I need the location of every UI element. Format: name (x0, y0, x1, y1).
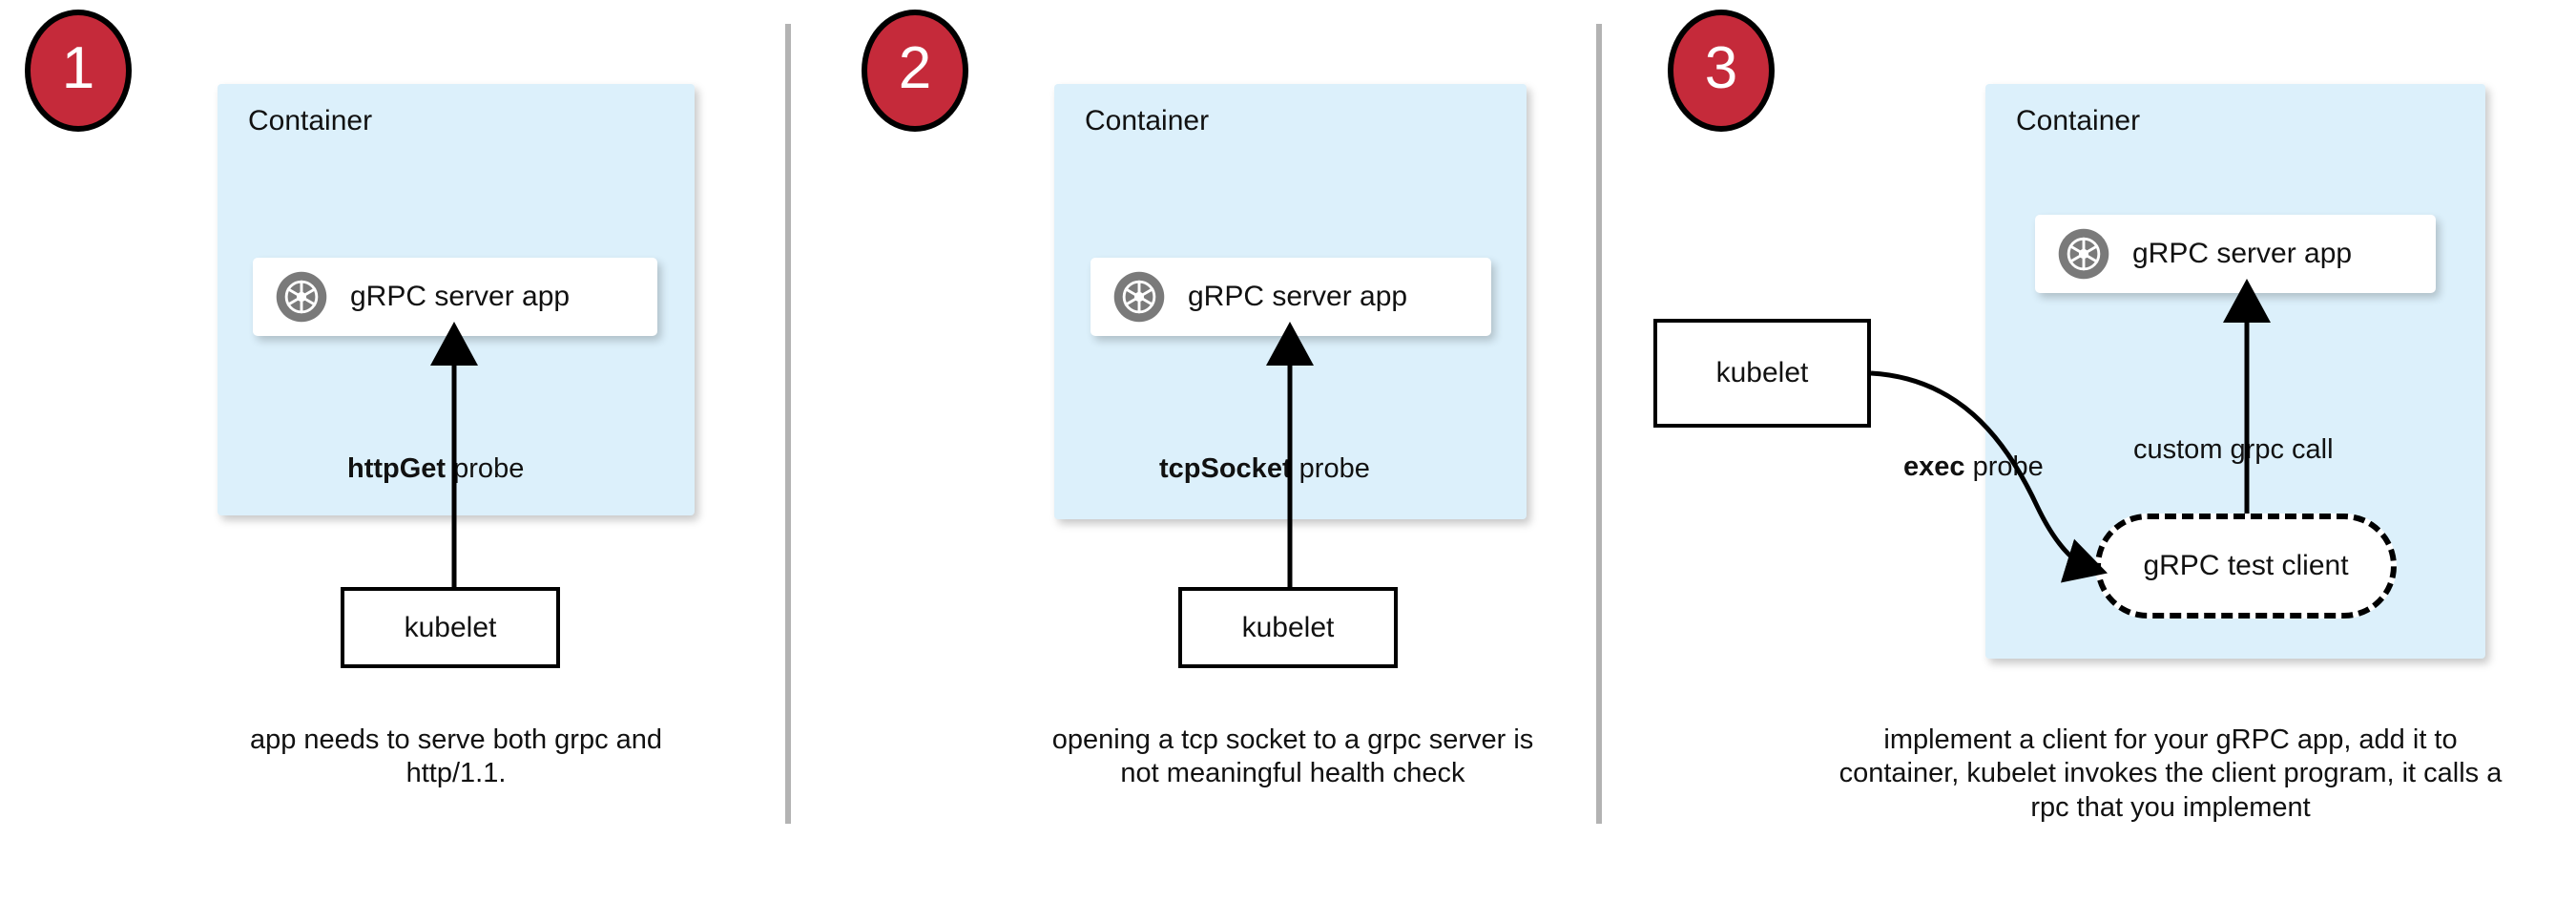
grpc-aperture-icon (1113, 271, 1165, 323)
probe-edge-label-1-bold: httpGet (347, 453, 447, 484)
panel-divider-1 (785, 24, 791, 824)
panel-caption-3: implement a client for your gRPC app, ad… (1839, 724, 2503, 823)
grpc-test-client-label: gRPC test client (2143, 550, 2349, 581)
step-badge-3: 3 (1668, 10, 1775, 132)
step-badge-2-number: 2 (898, 35, 932, 101)
grpc-aperture-icon (276, 271, 327, 323)
grpc-server-app-label-1: gRPC server app (350, 281, 571, 312)
container-label-2: Container (1085, 105, 1210, 136)
container-label-1: Container (248, 105, 373, 136)
step-badge-2: 2 (862, 10, 968, 132)
probe-edge-label-2-rest: probe (1291, 453, 1370, 484)
probe-edge-label-1: httpGet probe (347, 453, 524, 485)
kubelet-box-2[interactable]: kubelet (1178, 587, 1398, 668)
exec-probe-edge-label: exec probe (1903, 451, 2044, 483)
step-badge-1-number: 1 (61, 35, 95, 101)
grpc-test-client-box[interactable]: gRPC test client (2095, 514, 2397, 619)
kubelet-box-1[interactable]: kubelet (341, 587, 560, 668)
grpc-server-app-card-2[interactable]: gRPC server app (1091, 258, 1491, 336)
panel-divider-2 (1596, 24, 1602, 824)
probe-edge-label-1-rest: probe (446, 453, 525, 484)
exec-probe-edge-label-bold: exec (1903, 451, 1965, 482)
probe-edge-label-2: tcpSocket probe (1159, 453, 1370, 485)
custom-grpc-call-edge-label: custom grpc call (2133, 434, 2334, 465)
grpc-server-app-card-1[interactable]: gRPC server app (253, 258, 657, 336)
kubelet-label-3: kubelet (1715, 357, 1809, 388)
grpc-server-app-label-2: gRPC server app (1188, 281, 1408, 312)
container-label-3: Container (2016, 105, 2141, 136)
exec-probe-edge-label-rest: probe (1964, 451, 2044, 482)
kubelet-label-2: kubelet (1241, 611, 1335, 643)
grpc-server-app-card-3[interactable]: gRPC server app (2035, 215, 2436, 293)
panel-caption-1: app needs to serve both grpc and http/1.… (249, 724, 663, 789)
panel-caption-2: opening a tcp socket to a grpc server is… (1051, 724, 1534, 789)
kubelet-label-1: kubelet (404, 611, 497, 643)
probe-edge-label-2-bold: tcpSocket (1159, 453, 1292, 484)
grpc-server-app-label-3: gRPC server app (2132, 238, 2353, 269)
step-badge-3-number: 3 (1704, 35, 1738, 101)
kubelet-box-3[interactable]: kubelet (1653, 319, 1871, 428)
grpc-aperture-icon (2058, 228, 2109, 280)
step-badge-1: 1 (25, 10, 132, 132)
